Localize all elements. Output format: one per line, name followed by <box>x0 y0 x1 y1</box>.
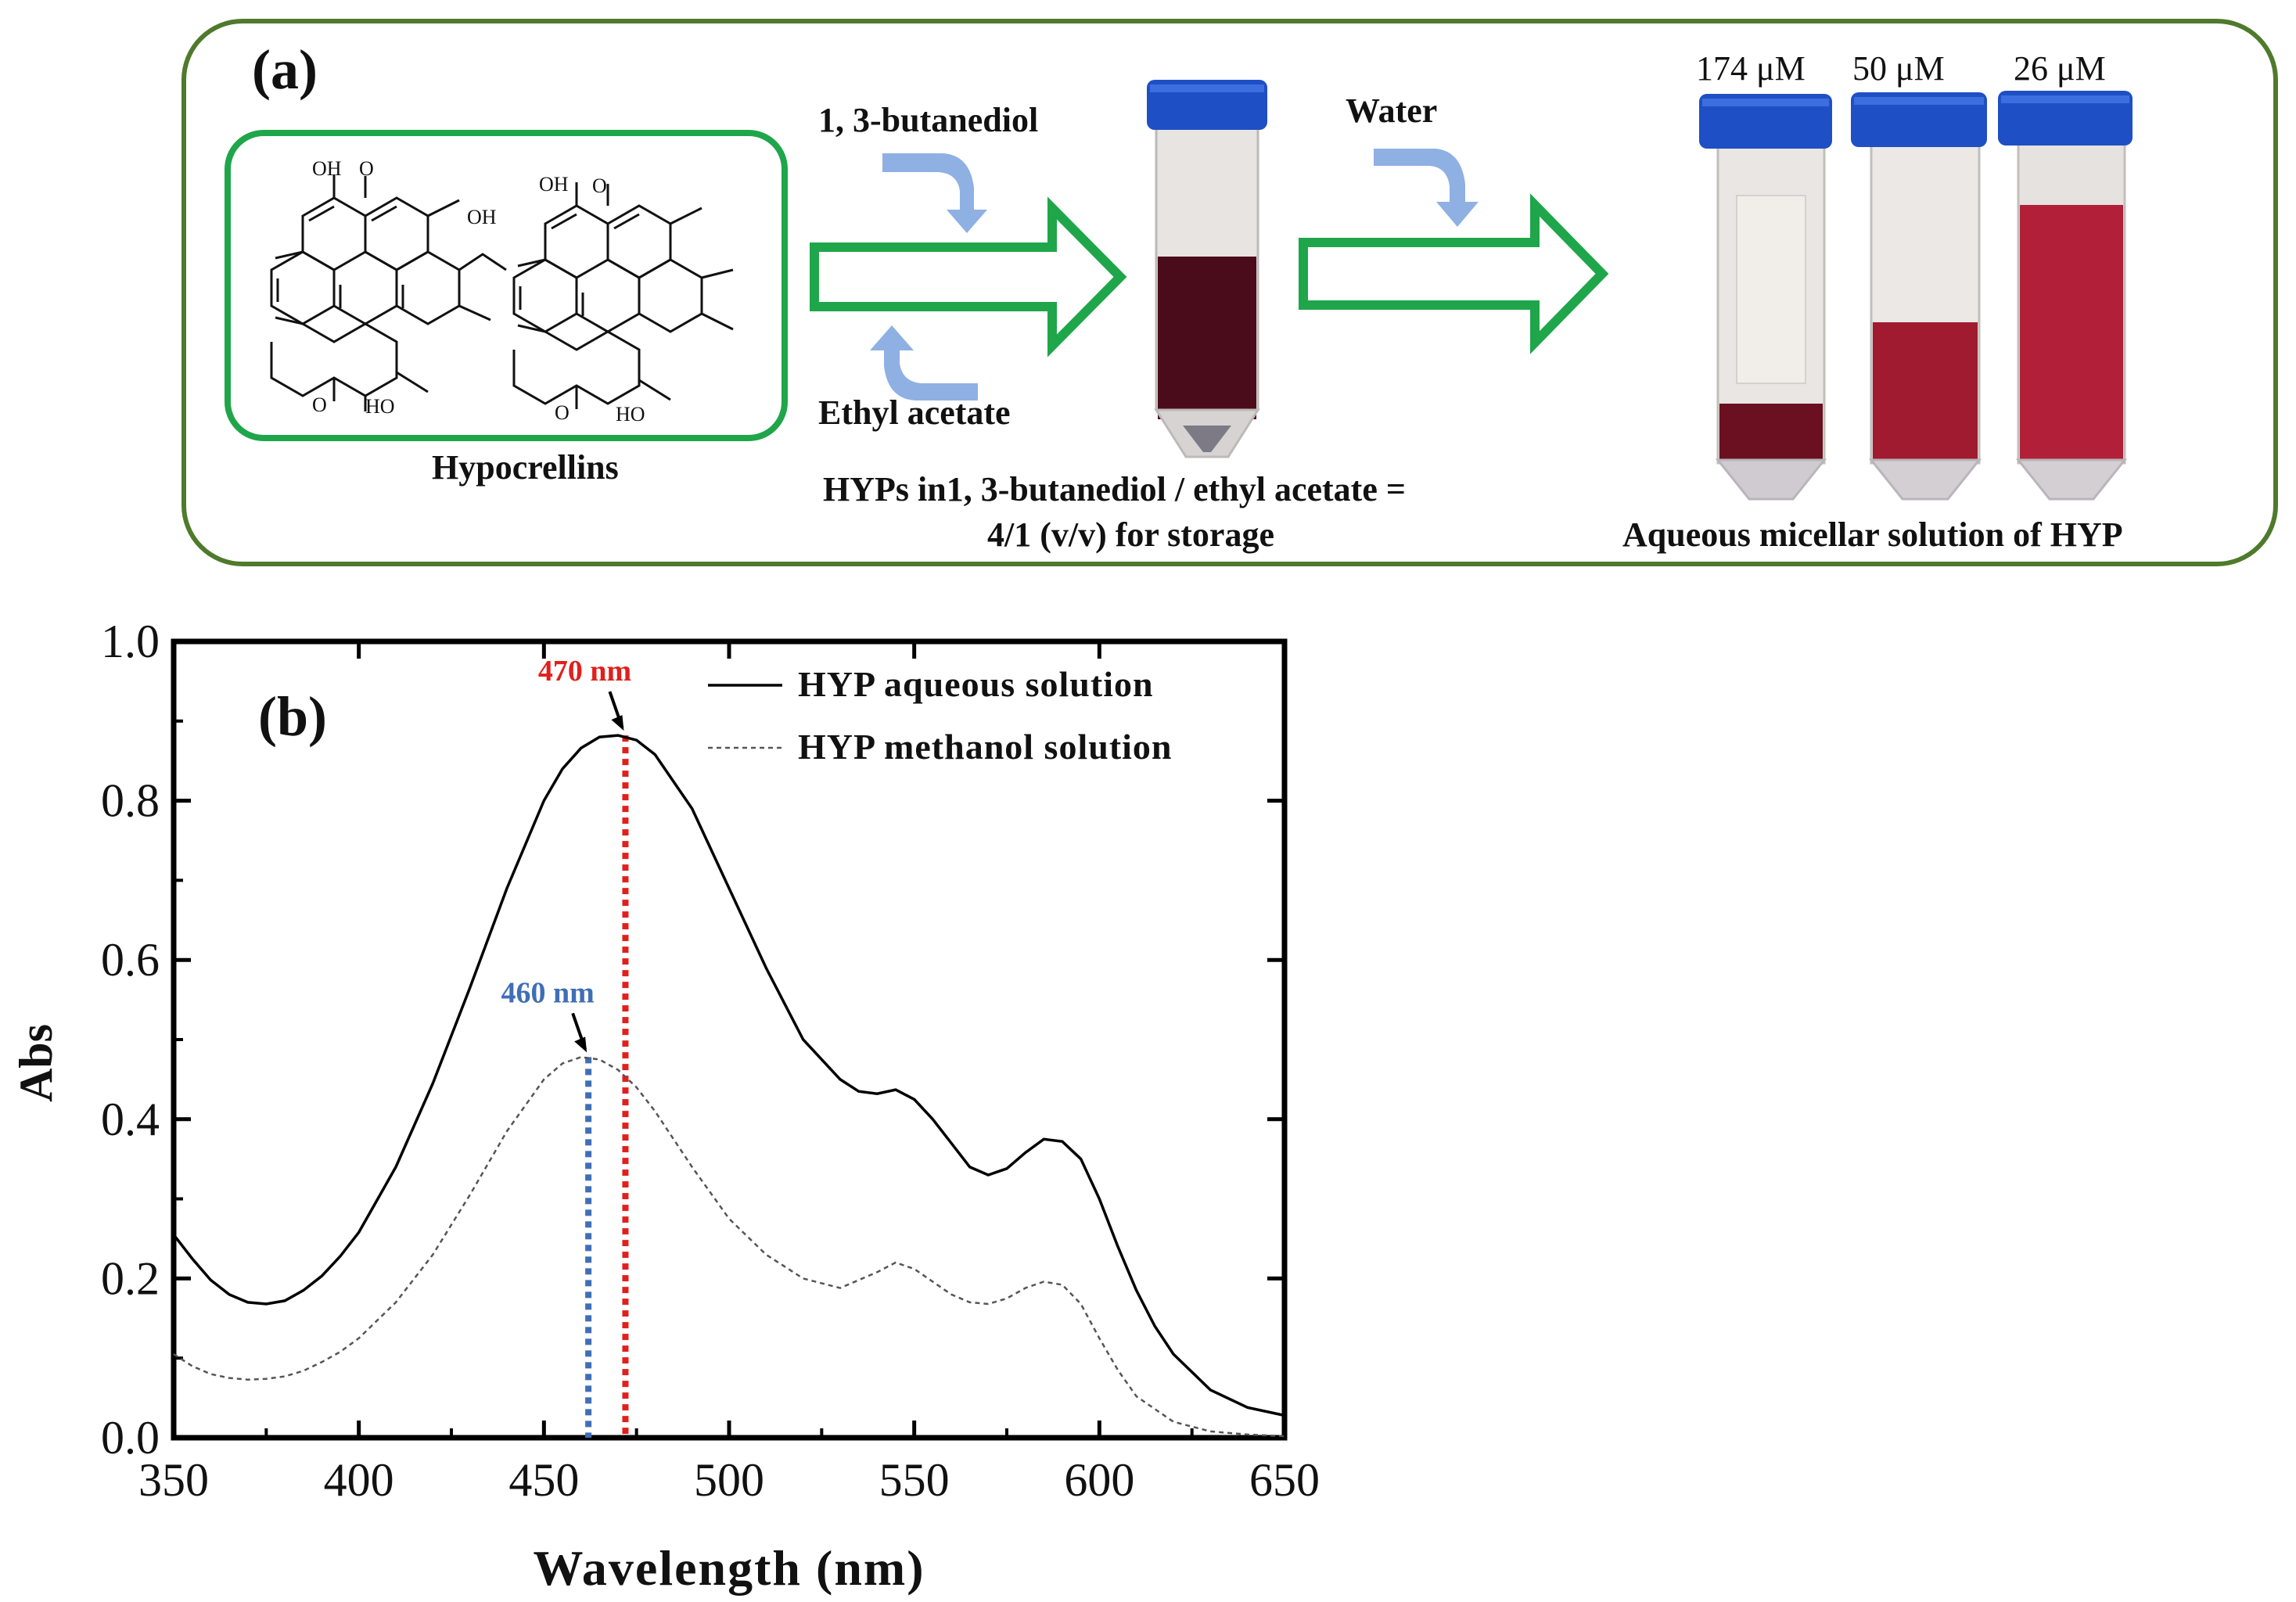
tube-icon <box>1998 91 2133 501</box>
atom-o: O <box>359 157 374 180</box>
x-tick-label: 350 <box>138 1454 209 1506</box>
arrows-layer <box>810 80 2133 501</box>
y-tick-label: 0.4 <box>101 1094 160 1145</box>
micellar-caption: Aqueous micellar solution of HYP <box>1622 515 2123 554</box>
curved-arrow-icon <box>870 325 978 400</box>
tube-icon <box>1699 94 1832 501</box>
atom-ho: HO <box>365 395 395 418</box>
panel-a-frame <box>181 19 2278 566</box>
series-line <box>173 1056 1285 1438</box>
concentration-label: 26 μM <box>2014 49 2106 88</box>
x-tick-label: 550 <box>879 1454 950 1506</box>
y-tick-label: 0.2 <box>101 1252 160 1304</box>
legend-entry: HYP methanol solution <box>798 727 1173 767</box>
structure-caption: Hypocrellins <box>432 448 619 487</box>
molecule-icon: OH O OH O HO OH O O HO <box>270 157 734 426</box>
x-tick-label: 650 <box>1249 1454 1320 1506</box>
atom-o: O <box>592 174 607 197</box>
atom-o: O <box>555 401 570 424</box>
series-line <box>172 734 1285 1417</box>
y-axis-label: Abs <box>10 1024 62 1102</box>
y-tick-label: 1.0 <box>101 616 160 667</box>
storage-caption-line2: 4/1 (v/v) for storage <box>987 515 1274 554</box>
absorbance-chart: 350 400 450 500 550 600 650 0.0 0.2 0.4 0.6 0.8 1.0W… <box>10 616 1320 1596</box>
y-tick-label: 0.6 <box>101 934 160 986</box>
right-arrow-icon <box>810 196 1127 357</box>
atom-ho: HO <box>616 403 645 426</box>
x-tick-label: 450 <box>508 1454 579 1506</box>
atom-oh: OH <box>312 157 342 180</box>
peak-label: 460 nm <box>501 976 594 1009</box>
structure-box <box>225 130 788 441</box>
atom-o: O <box>312 393 327 416</box>
water-label: Water <box>1346 92 1438 130</box>
concentration-label: 174 μM <box>1696 49 1806 88</box>
peak-arrowhead <box>611 715 624 731</box>
panel-a-label: (a) <box>252 38 318 101</box>
tube-icon <box>1147 80 1267 458</box>
storage-caption-line1: HYPs in1, 3-butanediol / ethyl acetate = <box>823 470 1406 508</box>
x-tick-label: 600 <box>1064 1454 1134 1506</box>
concentration-label: 50 μM <box>1852 49 1945 88</box>
atom-oh: OH <box>467 206 497 228</box>
curved-arrow-icon <box>1374 149 1479 227</box>
x-tick-label: 400 <box>324 1454 394 1506</box>
curved-arrow-icon <box>882 153 987 233</box>
x-tick-label: 500 <box>694 1454 764 1506</box>
panel-b-label: (b) <box>258 685 327 748</box>
atom-oh: OH <box>539 173 569 196</box>
y-tick-label: 0.8 <box>101 775 160 827</box>
tube-icon <box>1851 92 1987 501</box>
y-tick-label: 0.0 <box>101 1412 160 1464</box>
legend-entry: HYP aqueous solution <box>798 664 1154 704</box>
peak-arrowhead <box>574 1036 587 1053</box>
peak-label: 470 nm <box>538 655 631 688</box>
solvent-in-label: 1, 3-butanediol <box>818 101 1039 139</box>
right-arrow-icon <box>1299 193 1609 354</box>
x-axis-label: Wavelength (nm) <box>533 1540 925 1596</box>
